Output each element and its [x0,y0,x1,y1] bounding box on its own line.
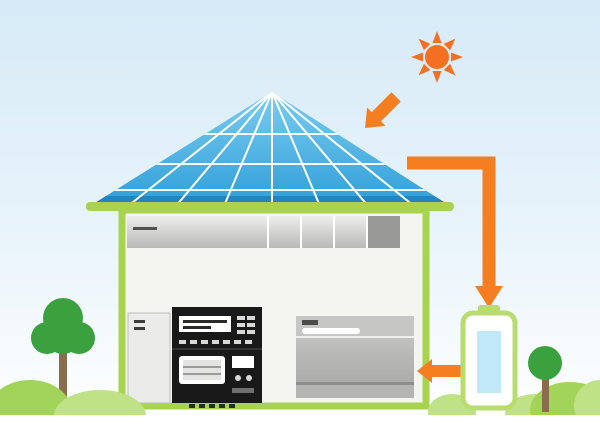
tree-canopy [31,298,95,354]
oven-button [237,330,245,334]
oven-button [247,323,255,327]
arrow-head [475,286,503,308]
roof-grid-line [271,92,369,206]
house [86,92,454,410]
tree-trunk [59,346,67,410]
oven-display-line [183,326,211,329]
vent-dash [189,404,195,408]
tree-left [31,298,95,410]
dishwasher-unit [296,316,414,398]
sun-ray [432,71,442,83]
oven-separator [172,348,262,350]
oven-display [179,316,231,332]
oven-button [179,340,186,344]
sun-ray [443,38,456,51]
sun-ray [432,31,442,43]
oven-button [237,316,245,320]
oven-button [237,323,245,327]
fridge-handle [134,327,145,330]
panel-vent-slot [133,227,157,230]
microwave-window-inner [183,360,221,380]
roof-grid-line [223,92,273,206]
arrow-roof-to-battery-icon [407,156,503,308]
battery-cell [477,331,501,393]
arrow-battery-to-house-icon [417,359,463,383]
storage-battery-icon [460,305,518,411]
microwave-shelf-line [183,366,221,368]
oven-button [245,340,252,344]
arrow-sun-to-roof-icon [365,92,401,128]
oven-button [201,340,208,344]
vent-dash [219,404,225,408]
arrow-shape [417,359,463,383]
tree-right [528,346,562,412]
vent-dash [199,404,205,408]
sun-ray [451,52,463,62]
dishwasher-control [302,320,318,325]
bottom-margin [0,415,600,429]
oven-button [212,340,219,344]
oven-button [223,340,230,344]
sun-core [425,45,449,69]
arrow-shape [365,92,401,128]
dishwasher-kickplate [296,385,414,398]
tree-trunk [542,378,549,412]
roof-grid-line [175,92,273,206]
roof-grid-line [271,92,321,206]
arrow-elbow-line [407,156,496,288]
microwave-knob [246,375,252,381]
roof-shadow-band [90,196,450,206]
microwave-shelf-line [183,373,221,375]
dishwasher-handle-slot [302,328,360,334]
oven-button [247,316,255,320]
microwave-handle [232,388,254,393]
roof-grid-line [127,92,273,206]
roof-face [90,92,450,206]
panel-band [127,216,400,248]
oven-button [190,340,197,344]
sun-ray [443,63,456,76]
sun-ray [418,38,431,51]
oven-button [247,330,255,334]
fridge-body [127,312,171,404]
roof-eave [86,202,454,211]
roof-grid-line [271,92,415,206]
fridge-unit [127,312,171,404]
vent-dash [209,404,215,408]
dishwasher-groove [296,382,414,385]
sun-ray [418,63,431,76]
second-floor-panels [127,216,400,248]
oven-button [234,340,241,344]
microwave-control-display [232,356,254,368]
base-vents [189,404,235,408]
oven-microwave-unit [172,307,262,403]
microwave-knob [235,375,241,381]
fridge-handle [134,320,145,323]
dishwasher-separator [296,336,414,338]
solar-panel-roof-icon [86,92,454,211]
tree-canopy [528,346,562,380]
canopy-blob [45,318,81,354]
panel-dark-pane [367,216,400,248]
sun-icon [411,31,463,83]
vent-dash [229,404,235,408]
sun-ray [411,52,423,62]
oven-display-line [183,320,227,323]
